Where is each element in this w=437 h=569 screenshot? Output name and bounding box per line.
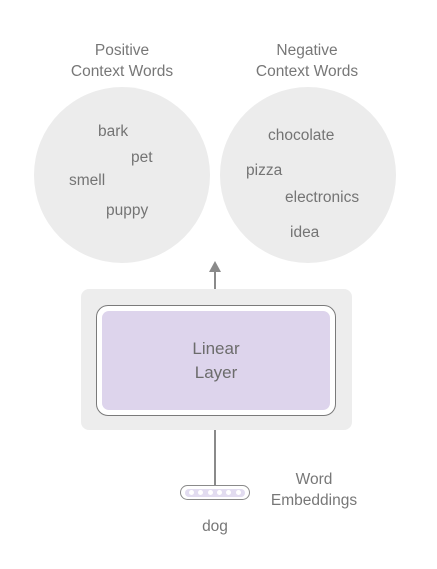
embedding-cell [226,490,232,495]
embedding-cell [217,490,223,495]
positive-word: bark [98,123,129,140]
embedding-cells [185,488,245,497]
negative-heading-line1: Negative [276,42,338,59]
embedding-cell [207,490,213,495]
layer-label-line2: Layer [194,363,238,382]
word-embedding-vector [180,485,250,500]
embedding-cell [198,490,204,495]
positive-word: pet [131,149,153,166]
negative-heading-line2: Context Words [255,63,359,80]
positive-word: puppy [106,202,149,219]
embedding-cell [235,490,241,495]
positive-word: smell [69,172,106,189]
embeddings-label-line1: Word [295,471,333,488]
linear-layer-fill [102,311,330,410]
negative-context-circle [220,87,396,263]
positive-heading-line2: Context Words [70,63,174,80]
linear-layer-label: Linear Layer [102,337,330,385]
positive-context-heading: Positive Context Words [42,40,202,82]
positive-context-circle [34,87,210,263]
negative-word: chocolate [268,127,335,144]
negative-context-heading: Negative Context Words [227,40,387,82]
input-word-label: dog [202,518,228,535]
positive-heading-line1: Positive [94,42,150,59]
embedding-cell [189,490,195,495]
negative-word: idea [290,224,320,241]
embeddings-label-line2: Embeddings [270,492,358,509]
word-embeddings-label: Word Embeddings [254,469,374,511]
layer-label-line1: Linear [192,339,240,358]
negative-word: pizza [246,162,283,179]
negative-word: electronics [285,189,360,206]
